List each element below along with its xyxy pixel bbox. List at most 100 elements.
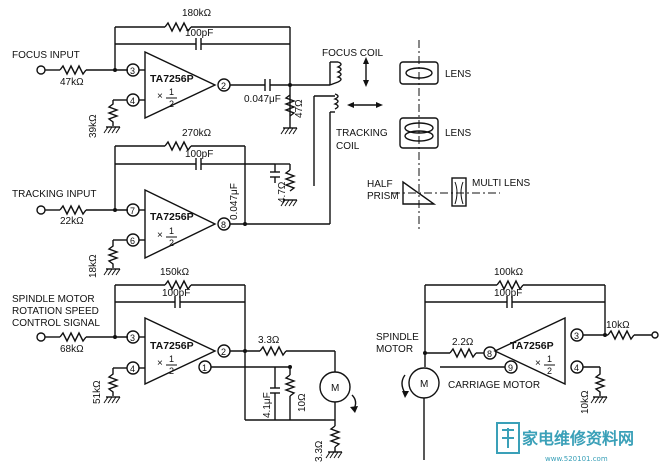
focus-circuit: FOCUS INPUT 47kΩ 180kΩ 100pF TA7256P × 1… xyxy=(12,8,384,138)
svg-text:3: 3 xyxy=(130,66,135,76)
tracking-input-resistor xyxy=(59,204,87,216)
spindle-input-label-3: CONTROL SIGNAL xyxy=(12,318,100,329)
spindle-ground-resistor xyxy=(107,368,119,396)
tracking-feedback-resistor xyxy=(164,140,192,152)
multi-lens-label: MULTI LENS xyxy=(472,178,530,189)
svg-text:2: 2 xyxy=(169,238,174,248)
watermark: 家电维修资料网 www.520101.com xyxy=(496,422,634,463)
svg-text:1: 1 xyxy=(169,87,174,97)
focus-input-label: FOCUS INPUT xyxy=(12,50,80,61)
spindle-motor-symbol: M xyxy=(331,383,339,394)
carriage-motor-label-2: MOTOR xyxy=(376,344,413,355)
carriage-feedback-resistor-value: 100kΩ xyxy=(494,267,524,278)
spindle-input-label-2: ROTATION SPEED xyxy=(12,306,99,317)
carriage-feedback-resistor xyxy=(496,279,524,291)
tracking-output-capacitor-value: 0.047μF xyxy=(229,183,240,220)
tracking-amplifier xyxy=(144,188,217,260)
carriage-amplifier xyxy=(493,316,566,386)
svg-text:×: × xyxy=(535,358,541,369)
spindle-feedback-resistor xyxy=(164,279,192,291)
svg-text:8: 8 xyxy=(221,220,226,230)
focus-input-resistor-value: 47kΩ xyxy=(60,77,84,88)
lens-2-icon xyxy=(399,117,439,149)
spindle-shunt-capacitor-value: 4.1μF xyxy=(262,392,273,418)
focus-amp-name: TA7256P xyxy=(150,73,194,85)
focus-feedback-resistor-value: 180kΩ xyxy=(182,8,212,19)
svg-text:×: × xyxy=(157,358,163,369)
focus-coil-label: FOCUS COIL xyxy=(322,48,384,59)
tracking-output-resistor xyxy=(284,169,296,192)
carriage-rotation-arrow xyxy=(401,374,406,394)
focus-feedback-capacitor-value: 100pF xyxy=(185,28,213,39)
multi-lens-icon xyxy=(451,177,467,207)
carriage-amp-name: TA7256P xyxy=(510,340,554,352)
watermark-text: 家电维修资料网 xyxy=(522,429,634,448)
spindle-feedback-resistor-value: 150kΩ xyxy=(160,267,190,278)
watermark-url: www.520101.com xyxy=(545,455,608,463)
tracking-coil xyxy=(333,93,339,110)
spindle-input-resistor-value: 68kΩ xyxy=(60,344,84,355)
carriage-mid-resistor xyxy=(449,347,477,359)
spindle-input-terminal xyxy=(36,332,46,342)
focus-ground-resistor-value: 39kΩ xyxy=(88,114,99,138)
lens-2-label: LENS xyxy=(445,128,471,139)
lens-1-label: LENS xyxy=(445,69,471,80)
spindle-amp-name: TA7256P xyxy=(150,340,194,352)
tracking-feedback-resistor-value: 270kΩ xyxy=(182,128,212,139)
carriage-output-terminal xyxy=(651,331,659,339)
focus-ground-resistor xyxy=(107,100,119,126)
tracking-output-resistor-value: 4.7Ω xyxy=(277,181,288,203)
svg-text:7: 7 xyxy=(130,206,135,216)
svg-text:2: 2 xyxy=(169,99,174,109)
spindle-ground-resistor-value: 51kΩ xyxy=(92,380,103,404)
carriage-output-resistor xyxy=(607,329,635,341)
svg-text:2: 2 xyxy=(169,366,174,376)
tracking-ground-resistor xyxy=(107,240,119,268)
carriage-output-resistor-value: 10kΩ xyxy=(606,320,630,331)
tracking-input-resistor-value: 22kΩ xyxy=(60,216,84,227)
spindle-feedback-capacitor-value: 100pF xyxy=(162,288,190,299)
focus-input-resistor xyxy=(59,64,87,76)
focus-coil xyxy=(336,61,342,83)
carriage-mid-resistor-value: 2.2Ω xyxy=(452,337,474,348)
optics: LENS LENS HALF PRISM MULTI LENS xyxy=(367,40,530,232)
focus-feedback-resistor xyxy=(164,21,192,33)
spindle-input-resistor xyxy=(59,331,87,343)
svg-text:4: 4 xyxy=(130,364,135,374)
carriage-feedback-capacitor-value: 100pF xyxy=(494,288,522,299)
svg-text:3: 3 xyxy=(130,333,135,343)
spindle-output-resistor xyxy=(259,345,287,357)
spindle-amplifier xyxy=(144,316,217,386)
svg-text:6: 6 xyxy=(130,236,135,246)
tracking-coil-label-1: TRACKING xyxy=(336,128,388,139)
carriage-spindle-motor-symbol: M xyxy=(420,379,428,390)
focus-output-capacitor-value: 0.047μF xyxy=(244,94,281,105)
spindle-shunt-resistor-value: 10Ω xyxy=(297,393,308,412)
focus-input-terminal xyxy=(36,65,46,75)
svg-text:4: 4 xyxy=(130,96,135,106)
focus-output-resistor xyxy=(284,94,296,117)
svg-text:×: × xyxy=(157,230,163,241)
svg-text:8: 8 xyxy=(487,349,492,359)
carriage-motor-label-1: SPINDLE xyxy=(376,332,419,343)
svg-text:1: 1 xyxy=(169,354,174,364)
svg-text:1: 1 xyxy=(547,354,552,364)
prism-label-2: PRISM xyxy=(367,191,399,202)
svg-text:9: 9 xyxy=(508,363,513,373)
spindle-shunt-resistor xyxy=(284,374,296,397)
spindle-bottom-resistor xyxy=(329,425,341,448)
lens-1-icon xyxy=(399,61,439,85)
tracking-coil-label-2: COIL xyxy=(336,141,360,152)
svg-text:4: 4 xyxy=(574,363,579,373)
tracking-ground-resistor-value: 18kΩ xyxy=(88,254,99,278)
carriage-ground-resistor-value: 10kΩ xyxy=(580,390,591,414)
tracking-input-label: TRACKING INPUT xyxy=(12,189,96,200)
carriage-motor-label: CARRIAGE MOTOR xyxy=(448,380,540,391)
spindle-input-label-1: SPINDLE MOTOR xyxy=(12,294,95,305)
svg-text:2: 2 xyxy=(547,366,552,376)
svg-text:1: 1 xyxy=(202,363,207,373)
focus-output-resistor-value: 47Ω xyxy=(294,99,305,118)
svg-text:2: 2 xyxy=(221,347,226,357)
svg-text:×: × xyxy=(157,91,163,102)
spindle-output-resistor-value: 3.3Ω xyxy=(258,335,280,346)
